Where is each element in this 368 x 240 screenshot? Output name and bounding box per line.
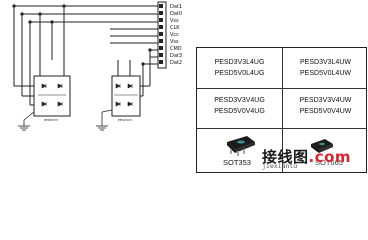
- pin-label: Dat0: [170, 11, 182, 17]
- table-cell: PESD3V3L4UW PESD5V0L4UW: [283, 57, 368, 79]
- part-number: PESD5V0L4UG: [214, 70, 265, 77]
- pin-label: CLK: [170, 25, 180, 31]
- pin-label: Dat1: [170, 4, 182, 10]
- table-divider: [282, 48, 283, 172]
- table-cell: PESD3V3V4UG PESD5V0V4UG: [197, 95, 282, 117]
- pin-label: Dat2: [170, 60, 182, 66]
- pin-label: Dat3: [170, 53, 182, 59]
- pin-label: Vcc: [170, 32, 179, 38]
- junction-dots: [12, 4, 152, 66]
- part-number: PESD3V3L4UW: [300, 59, 351, 66]
- pin-label: Vss: [170, 18, 179, 24]
- package-label: SOT353: [223, 158, 251, 167]
- part-number: PESD3V3L4UG: [214, 59, 265, 66]
- watermark-domain: .com: [308, 148, 352, 166]
- esd-protection-schematic: Dat1 Dat0 Vss CLK Vcc Vss CMD Dat3 Dat2 …: [12, 1, 182, 131]
- table-cell: PESD3V3V4UW PESD5V0V4UW: [283, 95, 368, 117]
- part-number: PESD3V3V4UG: [214, 97, 265, 104]
- sot665-package-icon: [311, 139, 333, 153]
- watermark-subtext: jiexiantu: [262, 162, 298, 170]
- chip-part-label: PESD3V3: [44, 118, 58, 122]
- esd-chip-left: PESD3V3: [18, 75, 71, 131]
- watermark-site: 接线图: [262, 148, 309, 166]
- part-number: PESD5V0V4UG: [214, 108, 265, 115]
- table-divider: [197, 128, 366, 129]
- chip-part-label: PESD3V3: [118, 118, 132, 122]
- table-cell: PESD3V3L4UG PESD5V0L4UG: [197, 57, 282, 79]
- card-connector: Dat1 Dat0 Vss CLK Vcc Vss CMD Dat3 Dat2: [157, 1, 182, 69]
- package-label: SOT665: [315, 158, 343, 167]
- part-number: PESD3V3V4UW: [299, 97, 352, 104]
- pin-label: Vss: [170, 39, 179, 45]
- part-number-table: PESD3V3L4UG PESD5V0L4UG PESD3V3L4UW PESD…: [196, 47, 367, 173]
- site-watermark: 接线图.com: [262, 146, 351, 167]
- esd-chip-right: PESD3V3: [96, 75, 141, 131]
- table-divider: [197, 88, 366, 89]
- part-number: PESD5V0V4UW: [299, 108, 352, 115]
- sot353-package-icon: [227, 136, 255, 156]
- part-number: PESD5V0L4UW: [300, 70, 351, 77]
- pin-label: CMD: [170, 46, 182, 52]
